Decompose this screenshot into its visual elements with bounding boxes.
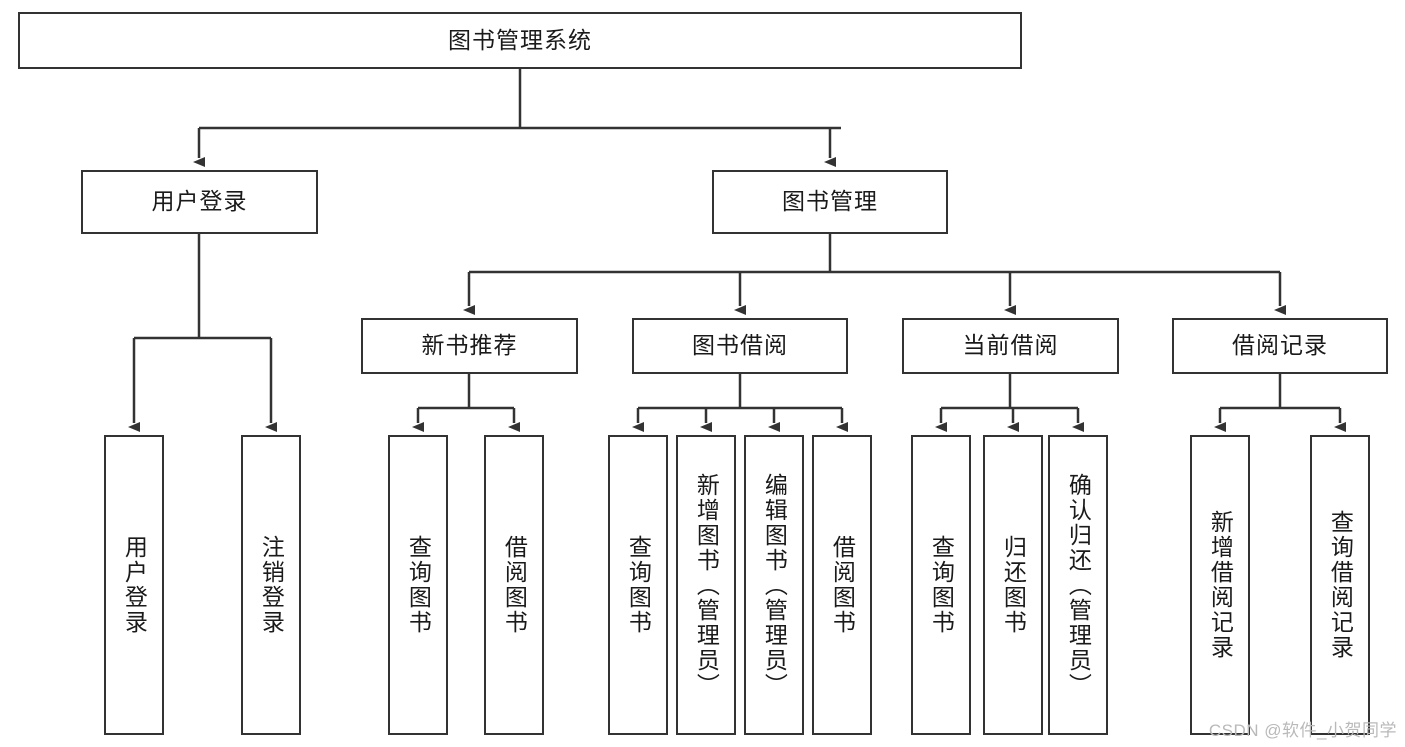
node-current-borrow-label: 当前借阅 [962, 332, 1059, 359]
node-leaf-return-book-label: 归还图书 [1000, 535, 1027, 635]
node-leaf-add-book[interactable]: 新增图书（管理员） [676, 435, 736, 735]
node-leaf-query-book-1-label: 查询图书 [405, 535, 432, 635]
node-leaf-borrow-book-2[interactable]: 借阅图书 [812, 435, 872, 735]
node-leaf-query-book-3-label: 查询图书 [928, 535, 955, 635]
node-leaf-logout-label: 注销登录 [258, 535, 285, 635]
node-new-book-rec[interactable]: 新书推荐 [361, 318, 578, 374]
node-leaf-query-book-2-label: 查询图书 [625, 535, 652, 635]
node-book-manage[interactable]: 图书管理 [712, 170, 948, 234]
node-leaf-return-book[interactable]: 归还图书 [983, 435, 1043, 735]
node-leaf-borrow-book-1[interactable]: 借阅图书 [484, 435, 544, 735]
node-leaf-edit-book-label: 编辑图书（管理员） [761, 472, 788, 698]
node-root[interactable]: 图书管理系统 [18, 12, 1022, 69]
node-book-borrow-label: 图书借阅 [692, 332, 788, 359]
node-leaf-query-book-3[interactable]: 查询图书 [911, 435, 971, 735]
node-book-borrow[interactable]: 图书借阅 [632, 318, 848, 374]
node-leaf-query-record-label: 查询借阅记录 [1327, 510, 1354, 660]
node-leaf-user-login[interactable]: 用户登录 [104, 435, 164, 735]
node-leaf-add-book-label: 新增图书（管理员） [693, 472, 720, 698]
node-leaf-query-record[interactable]: 查询借阅记录 [1310, 435, 1370, 735]
node-leaf-confirm-return-label: 确认归还（管理员） [1065, 472, 1092, 698]
node-leaf-user-login-label: 用户登录 [121, 535, 148, 635]
node-borrow-record[interactable]: 借阅记录 [1172, 318, 1388, 374]
node-leaf-borrow-book-1-label: 借阅图书 [501, 535, 528, 635]
node-book-manage-label: 图书管理 [782, 188, 878, 215]
node-leaf-add-record[interactable]: 新增借阅记录 [1190, 435, 1250, 735]
node-borrow-record-label: 借阅记录 [1232, 332, 1328, 359]
node-user-login-label: 用户登录 [151, 188, 248, 215]
node-current-borrow[interactable]: 当前借阅 [902, 318, 1119, 374]
node-leaf-borrow-book-2-label: 借阅图书 [829, 535, 856, 635]
node-leaf-logout[interactable]: 注销登录 [241, 435, 301, 735]
node-leaf-query-book-1[interactable]: 查询图书 [388, 435, 448, 735]
node-leaf-query-book-2[interactable]: 查询图书 [608, 435, 668, 735]
node-new-book-rec-label: 新书推荐 [421, 332, 518, 359]
node-leaf-confirm-return[interactable]: 确认归还（管理员） [1048, 435, 1108, 735]
node-leaf-add-record-label: 新增借阅记录 [1207, 510, 1234, 660]
node-leaf-edit-book[interactable]: 编辑图书（管理员） [744, 435, 804, 735]
node-user-login[interactable]: 用户登录 [81, 170, 318, 234]
node-root-label: 图书管理系统 [448, 26, 592, 53]
watermark: CSDN @软件_小贺同学 [1208, 721, 1397, 740]
